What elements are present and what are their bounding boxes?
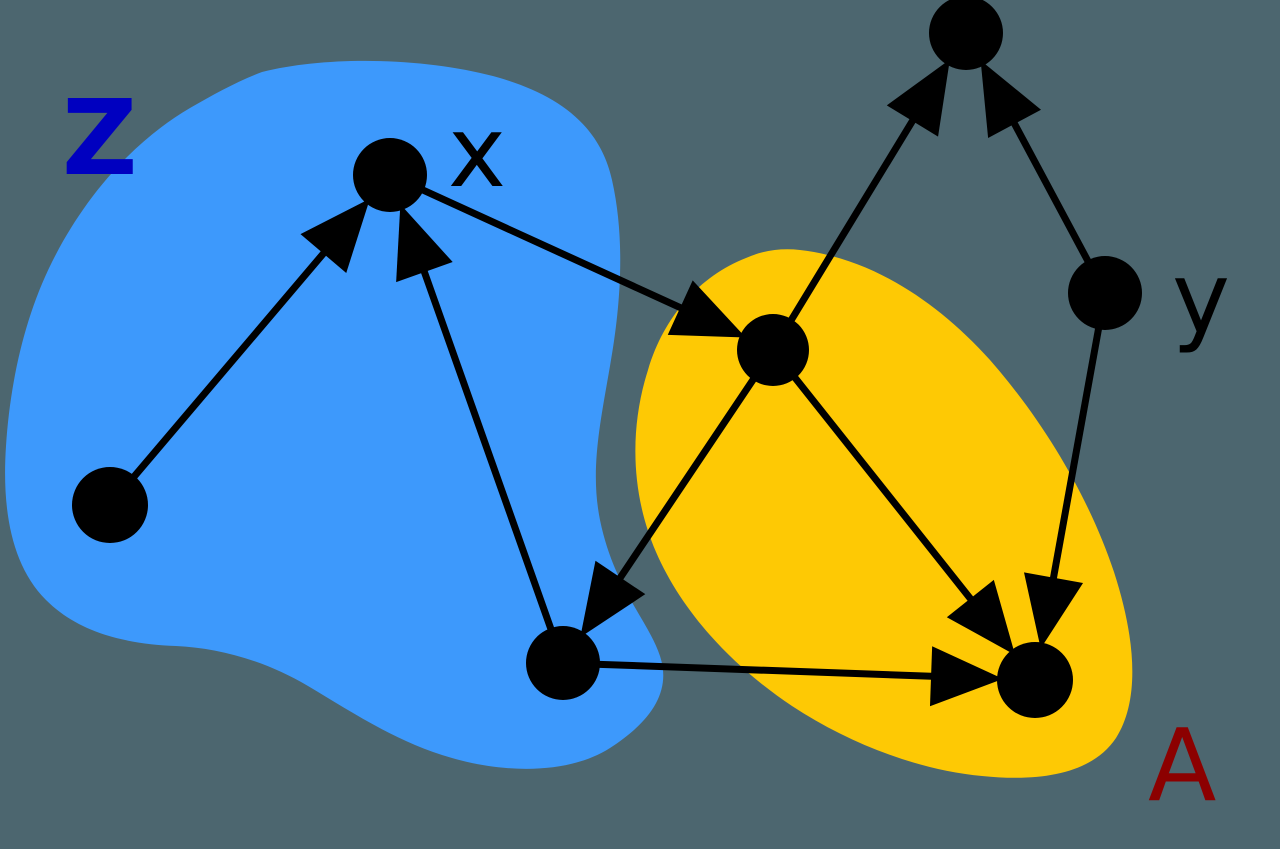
blue-blob-region (5, 60, 664, 769)
node-label-x: x (448, 96, 506, 210)
edge-arrowhead (396, 204, 453, 283)
node-a-bottom[interactable] (997, 642, 1073, 718)
edge-arrowhead (300, 198, 370, 273)
nodes-layer (72, 0, 1142, 718)
edge-a-top-to-collider (786, 59, 950, 325)
edge-z-bottom-to-a-bottom (595, 646, 1004, 707)
edge-arrowhead (1023, 572, 1084, 649)
node-z-left[interactable] (72, 467, 148, 543)
edge-shaft (1002, 106, 1093, 266)
edge-shaft (418, 185, 699, 319)
set-label-z: Z (62, 77, 138, 199)
node-y[interactable] (1068, 256, 1142, 330)
node-label-y: y (1172, 242, 1230, 356)
node-x[interactable] (353, 138, 427, 212)
edge-a-top-to-z-bottom (580, 374, 759, 638)
edge-arrowhead (667, 280, 746, 338)
edge-z-left-to-x (129, 198, 370, 482)
edge-shaft (786, 103, 925, 325)
node-a-top[interactable] (737, 314, 809, 386)
edge-shaft (607, 374, 759, 595)
edge-a-top-to-a-bottom (790, 372, 1016, 655)
edge-arrowhead (886, 59, 950, 137)
edge-arrowhead (980, 60, 1042, 138)
edge-shaft (1046, 324, 1103, 596)
edge-z-bottom-to-x (396, 204, 556, 634)
edge-y-to-collider (980, 60, 1093, 266)
edge-arrowhead (946, 579, 1016, 655)
edges-layer (129, 59, 1103, 707)
edge-arrowhead (929, 646, 1004, 707)
edge-x-to-a-top (418, 185, 746, 338)
edge-shaft (129, 237, 338, 482)
edge-shaft (790, 372, 985, 615)
edge-shaft (415, 253, 556, 634)
node-top-collider[interactable] (929, 0, 1003, 70)
set-label-a: A (1148, 707, 1217, 824)
node-z-bottom[interactable] (526, 626, 600, 700)
edge-y-to-a-bottom (1023, 324, 1103, 649)
edge-arrowhead (580, 560, 646, 638)
edge-shaft (595, 660, 950, 681)
